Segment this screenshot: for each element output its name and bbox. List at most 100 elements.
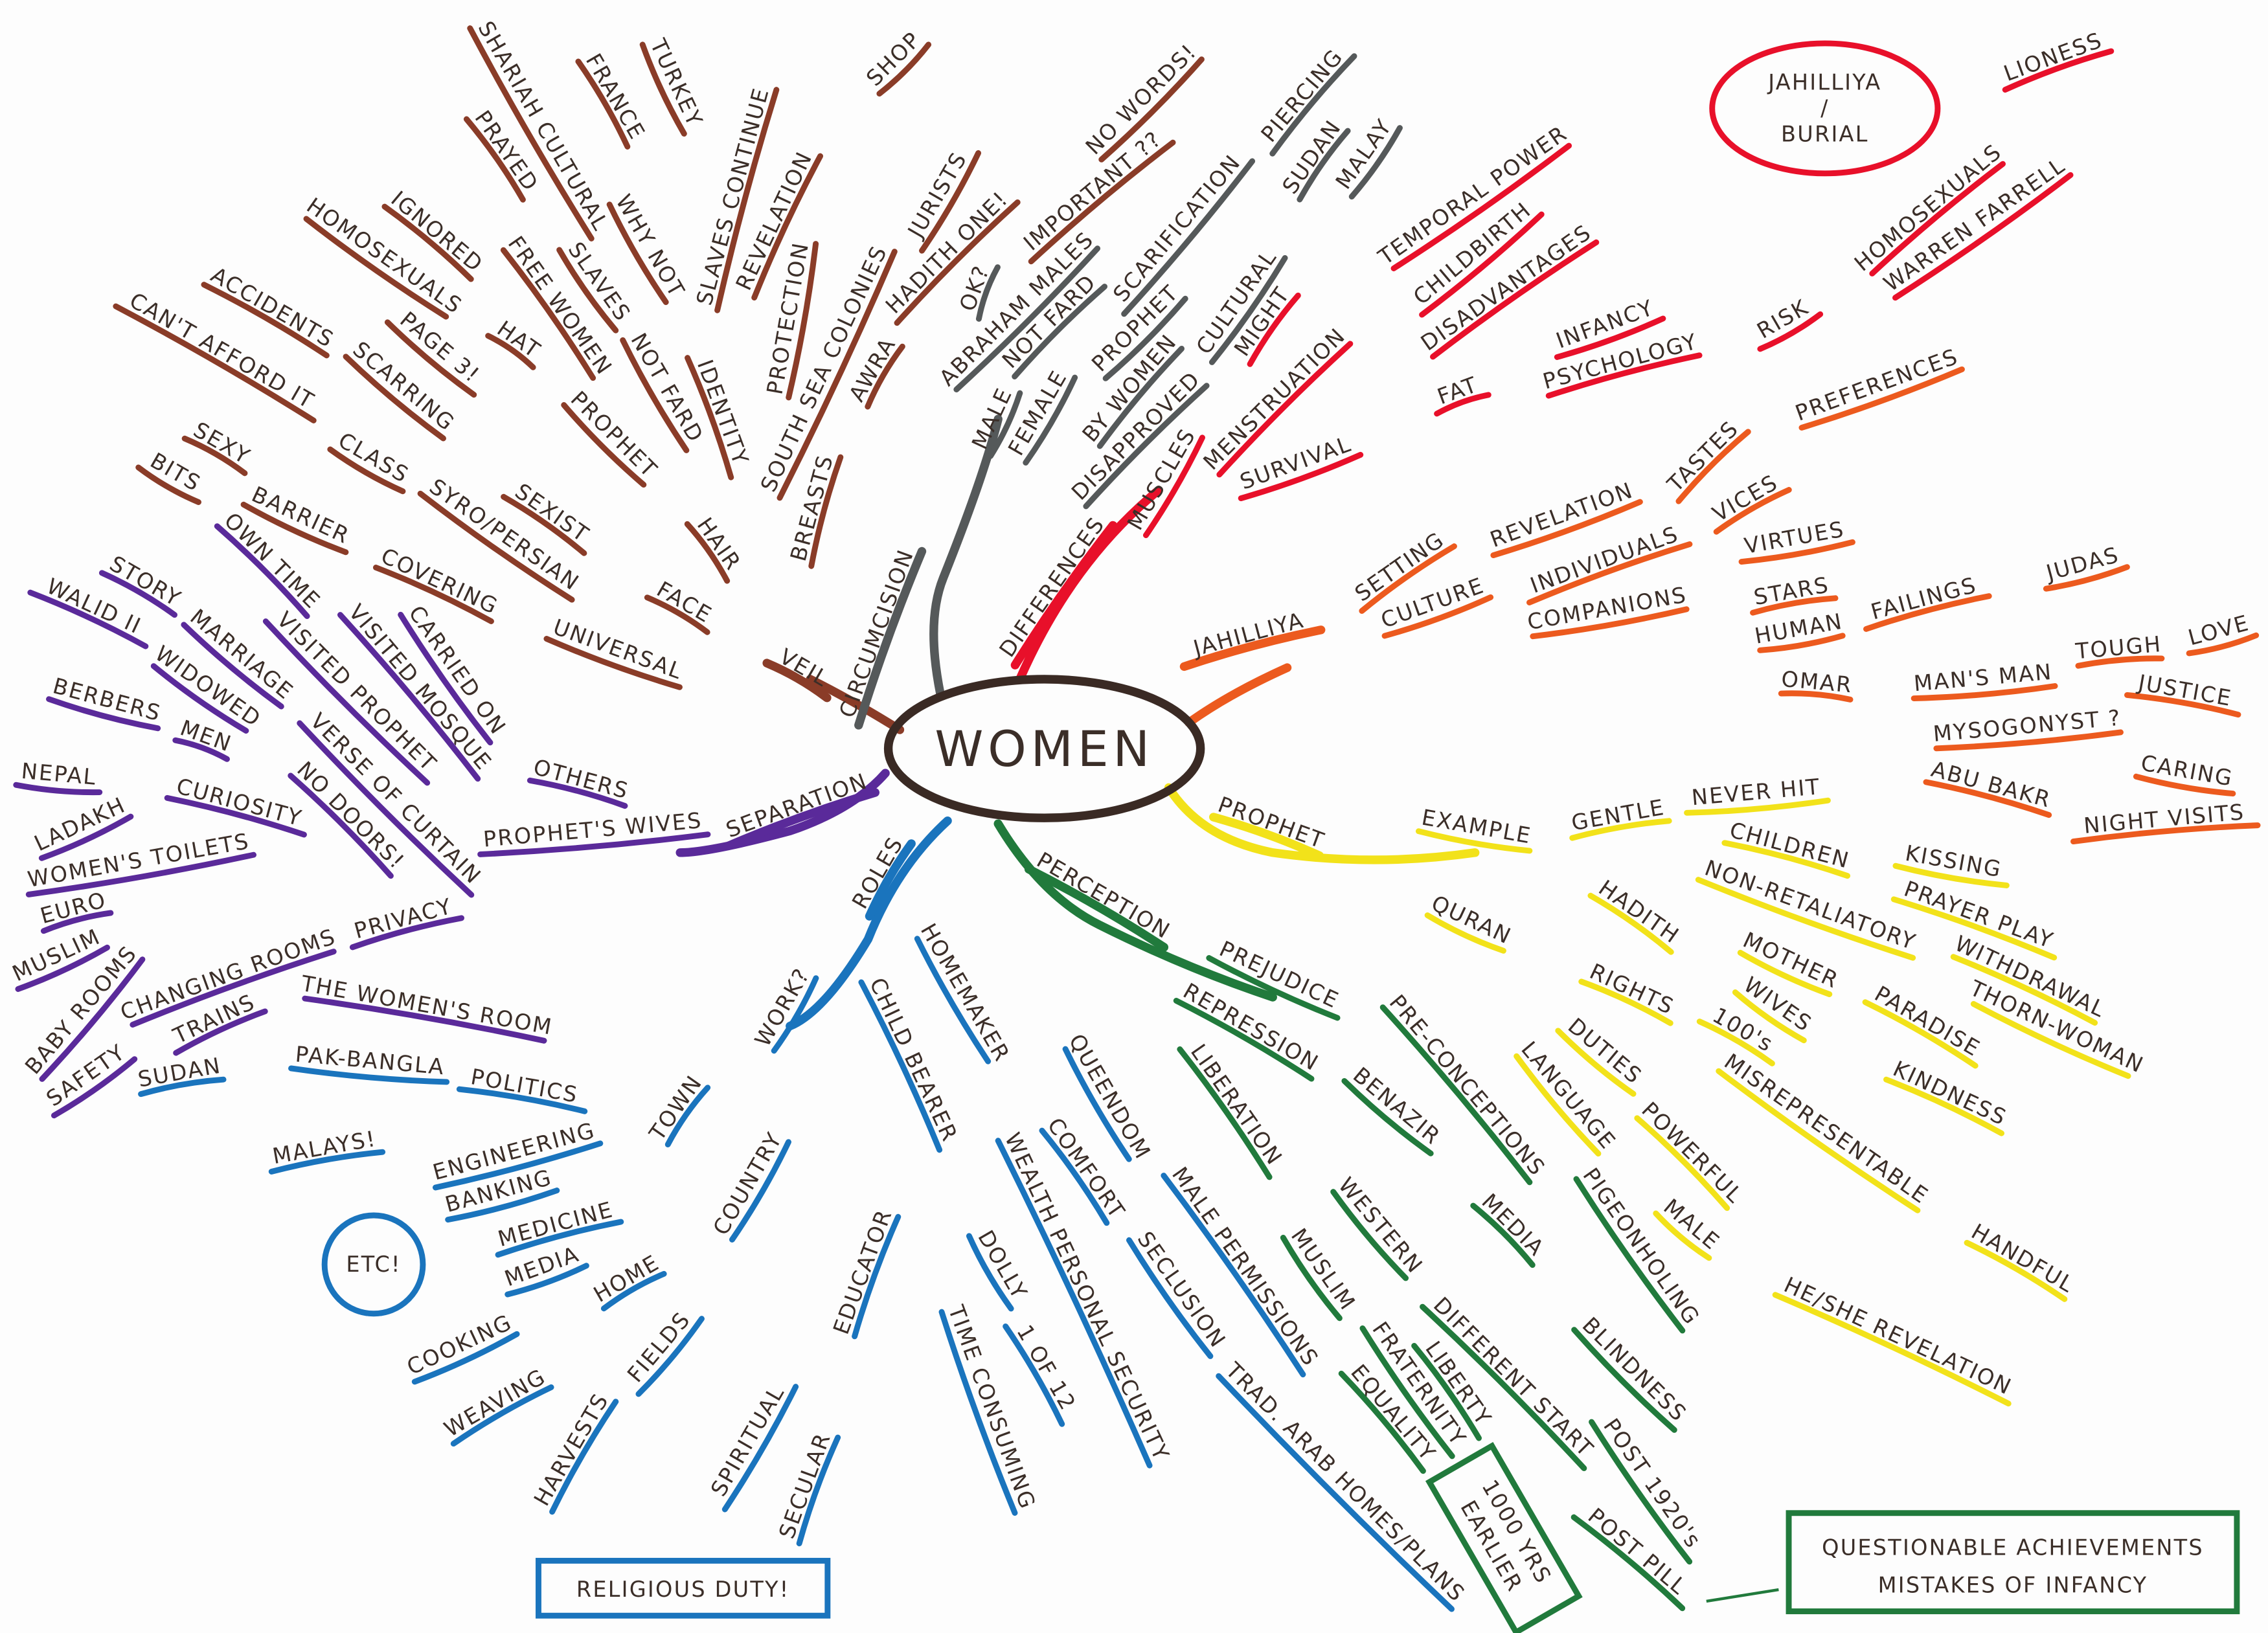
branch-line: [495, 1219, 624, 1258]
branch-line: [1415, 828, 1533, 854]
branch-line: [1950, 954, 2098, 1026]
branch-line: [164, 794, 307, 838]
branch-line: [1490, 499, 1643, 559]
branch-line: [1179, 625, 1326, 671]
branch-line: [1778, 690, 1854, 703]
branch-line: [113, 303, 317, 423]
branch-line: [2070, 822, 2261, 844]
branch-line: [685, 355, 734, 480]
note-religious-duty: RELIGIOUS DUTY!: [536, 1557, 831, 1619]
branch-line: [2002, 48, 2115, 93]
branch-line: [130, 949, 337, 1028]
note-etc: ETC!: [321, 1212, 426, 1317]
branch-line: [865, 343, 905, 410]
branch-line: [865, 839, 916, 921]
branch-line: [1964, 1239, 2068, 1302]
branch-line: [1923, 779, 2052, 818]
branch-line: [644, 594, 710, 635]
node-label: OMAR: [1780, 666, 1854, 697]
branch-line: [1578, 978, 1673, 1026]
branch-line: [25, 851, 257, 897]
branch-line: [1424, 912, 1506, 954]
branch-line: [1269, 53, 1357, 157]
branch-line: [796, 1434, 841, 1547]
branch-line: [1526, 541, 1693, 606]
branch-line: [721, 1384, 799, 1513]
branch-line: [1098, 56, 1205, 163]
branch-line: [2124, 692, 2241, 718]
branch-line: [1142, 434, 1205, 539]
branch-line: [268, 1149, 386, 1175]
branch-line: [600, 1270, 667, 1312]
branch-line: [1716, 1068, 1921, 1213]
branch-line: [2186, 632, 2260, 657]
branch-line: [46, 696, 161, 732]
branch-line: [1010, 521, 1118, 670]
node-jahilliya: OMAR: [1778, 666, 1854, 703]
branch-line: [172, 737, 230, 762]
branch-line: [988, 390, 1023, 459]
note-jahilliya-burial: JAHILLIYA / BURIAL: [1709, 40, 1941, 177]
branch-line: [1012, 284, 1108, 379]
branch-line: [1330, 1189, 1409, 1281]
branch-line: [1126, 1237, 1214, 1359]
branch-line: [297, 720, 475, 898]
branch-line: [1863, 593, 1992, 632]
branch-line: [1530, 606, 1690, 640]
branch-line: [1381, 594, 1494, 639]
branch-line: [467, 25, 595, 242]
branch-line: [1545, 352, 1703, 399]
branch-line: [938, 1309, 1018, 1516]
branch-line: [729, 1139, 791, 1243]
branch-line: [635, 1316, 705, 1397]
branch-line: [556, 247, 619, 333]
note-label: ETC!: [346, 1252, 401, 1277]
branch-line: [2133, 773, 2236, 797]
branch-line: [417, 490, 575, 603]
branch-line: [349, 915, 464, 951]
note-line: QUESTIONABLE ACHIEVEMENTS: [1822, 1535, 2204, 1560]
branch-line: [201, 282, 330, 359]
branch-line: [1102, 295, 1188, 381]
branch-line: [714, 87, 780, 313]
branch-line: [786, 241, 819, 401]
branch-line: [1675, 429, 1751, 504]
branch-line: [894, 199, 1021, 326]
branch-trunk-prophet: [1164, 783, 1480, 864]
note-line: BURIAL: [1781, 122, 1869, 147]
branch-line: [1573, 1176, 1686, 1334]
note-line: MISTAKES OF INFANCY: [1878, 1573, 2148, 1598]
branch-line: [1911, 683, 2058, 702]
branch-line: [1161, 1173, 1306, 1378]
branch-line: [27, 589, 149, 649]
node-prophet: NEVER HIT: [1684, 774, 1831, 816]
branch-line: [1039, 1127, 1110, 1226]
branch-line: [1238, 451, 1364, 502]
branch-line: [1216, 341, 1354, 478]
branch-line: [1684, 797, 1831, 816]
branch-line: [1738, 539, 1855, 565]
branch-line: [138, 1076, 227, 1098]
branch-line: [327, 446, 406, 495]
branch-line: [477, 831, 711, 857]
branch-line: [1757, 311, 1824, 352]
branch-line: [432, 1140, 604, 1191]
branch-line: [303, 216, 449, 320]
arrow-to-questionable: [1706, 1588, 1779, 1603]
branch-line: [240, 501, 349, 556]
branch-line: [288, 1065, 450, 1085]
branch-line: [919, 150, 982, 254]
branch-line: [1634, 1115, 1730, 1211]
branch-line: [181, 622, 284, 710]
branch-line: [337, 612, 481, 782]
branch-line: [1208, 255, 1288, 365]
branch-line: [914, 936, 992, 1064]
branch-line: [1390, 142, 1572, 271]
branch-line: [751, 153, 824, 301]
branch-line: [1434, 392, 1491, 417]
branch-line: [1571, 1514, 1686, 1612]
branch-line: [1083, 383, 1210, 510]
branch-line: [1713, 487, 1792, 535]
branch-line: [858, 979, 943, 1153]
